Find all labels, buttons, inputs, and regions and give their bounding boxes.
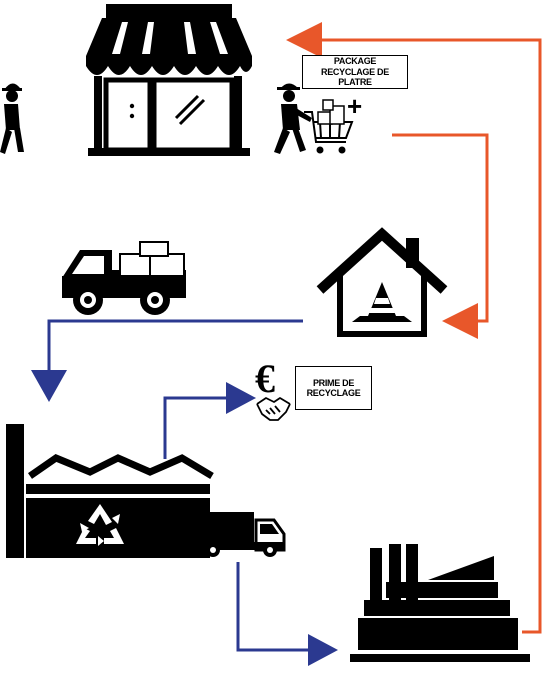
worker-with-cart-icon: [274, 83, 312, 154]
orange-arrowhead-to-house: [442, 303, 478, 339]
blue-arrowhead-to-prime: [226, 382, 256, 414]
walking-worker-icon: [0, 83, 24, 154]
house-construction-icon: [316, 227, 448, 337]
cart-boxes: [317, 99, 345, 125]
prime-recyclage-label: PRIME DE RECYCLAGE: [295, 366, 372, 410]
handshake-icon: [256, 397, 291, 421]
blue-arrow-to-plant: [236, 562, 312, 652]
orange-delivery-arrow: [392, 133, 489, 323]
package-recyclage-label: PACKAGE RECYCLAGE DE PLATRE: [302, 55, 408, 89]
store-icon: [86, 4, 252, 156]
recycle-symbol-icon: [76, 504, 124, 546]
orange-arrowhead-to-store: [286, 22, 322, 58]
store-awning-stripes: [112, 22, 228, 54]
industrial-plant-icon: [350, 544, 530, 662]
orange-return-arrow: [312, 38, 542, 634]
cart-wheels: [316, 146, 346, 154]
blue-arrow-to-factory: [47, 319, 303, 372]
truck-with-boxes-icon: [62, 241, 186, 315]
small-truck-icon: [192, 512, 286, 557]
blue-arrow-to-prime: [163, 396, 232, 459]
recycling-factory-icon: [6, 424, 214, 558]
euro-icon: €: [255, 356, 275, 401]
blue-arrowhead-to-plant: [308, 634, 338, 666]
blue-arrowhead-to-factory: [31, 370, 67, 402]
plus-sign: +: [347, 91, 362, 121]
